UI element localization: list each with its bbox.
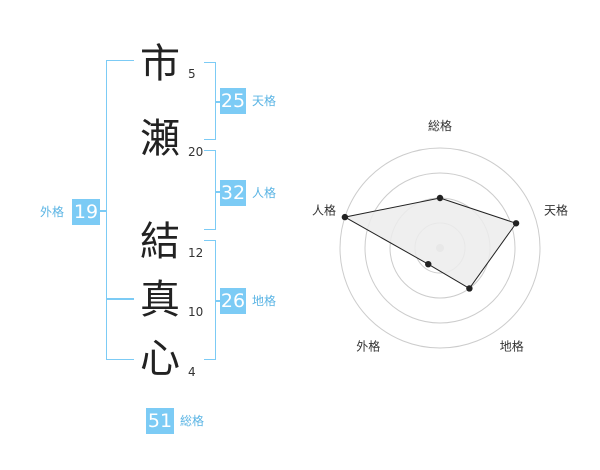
soukaku-value: 51 xyxy=(146,408,174,434)
radar-axis-label-3: 地格 xyxy=(500,339,524,354)
jinkaku-label: 人格 xyxy=(252,186,277,200)
radar-point-4 xyxy=(425,260,432,268)
tenkaku-value: 25 xyxy=(220,88,246,114)
stroke-count-5: 4 xyxy=(188,365,196,379)
jinkaku-bracket xyxy=(204,150,216,230)
jinkaku-value: 32 xyxy=(220,180,246,206)
name-char-4: 真 xyxy=(140,277,180,323)
radar-polygon xyxy=(343,197,517,290)
name-char-3: 結 xyxy=(140,219,180,265)
radar-point-1 xyxy=(436,194,444,202)
gaikaku-label: 外格 xyxy=(40,205,65,219)
jinkaku-bracket-connector xyxy=(216,191,220,193)
radar-point-2 xyxy=(512,220,520,227)
stroke-count-3: 12 xyxy=(188,246,204,260)
radar-axis-label-5: 人格 xyxy=(312,202,336,217)
gaikaku-bracket-connector xyxy=(100,210,106,212)
radar-ring-3 xyxy=(364,172,516,324)
stroke-count-1: 5 xyxy=(188,67,196,81)
chikaku-label: 地格 xyxy=(252,294,277,308)
radar-point-3 xyxy=(466,285,473,292)
tenkaku-bracket xyxy=(204,62,216,140)
name-char-2: 瀬 xyxy=(140,116,180,162)
radar-ring-4 xyxy=(339,147,541,349)
name-char-1: 市 xyxy=(140,41,180,87)
chikaku-bracket-connector xyxy=(216,300,220,302)
name-char-5: 心 xyxy=(140,336,180,382)
stroke-count-2: 20 xyxy=(188,145,204,159)
radar-axis-label-4: 外格 xyxy=(356,339,380,354)
radar-axis-label-2: 天格 xyxy=(544,202,568,217)
gaikaku-bracket-mid-tick xyxy=(106,298,134,300)
chikaku-value: 26 xyxy=(220,288,246,314)
radar-point-5 xyxy=(341,213,349,221)
soukaku-label: 総格 xyxy=(180,414,205,428)
radar-axis-label-1: 総格 xyxy=(428,118,452,133)
gaikaku-bracket xyxy=(106,60,134,360)
gaikaku-value: 19 xyxy=(72,199,100,225)
tenkaku-label: 天格 xyxy=(252,94,277,108)
stroke-count-4: 10 xyxy=(188,305,204,319)
tenkaku-bracket-connector xyxy=(216,101,220,103)
chikaku-bracket xyxy=(204,240,216,360)
